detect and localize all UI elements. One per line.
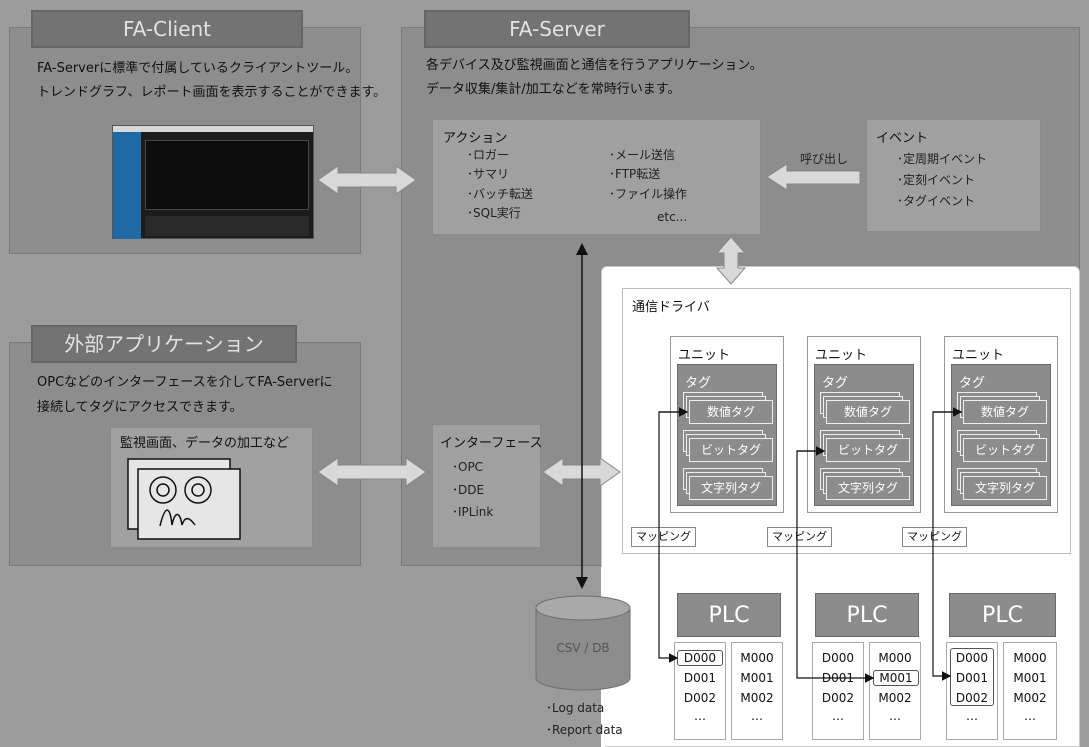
plc1-d002: D002	[683, 691, 717, 705]
action-driver-arrow	[715, 236, 747, 285]
plc-2: PLC	[815, 593, 919, 637]
plc1-m000: M000	[740, 651, 774, 665]
plc3-m002: M002	[1013, 691, 1047, 705]
tag-label-2: タグ	[822, 376, 849, 391]
driver-title: 通信ドライバ	[632, 300, 710, 315]
fa-server-desc-2: データ収集/集計/加工などを常時行います。	[426, 82, 681, 97]
unit-label-2: ユニット	[815, 348, 868, 363]
external-desc-2: 接続してタグにアクセスできます。	[37, 400, 243, 415]
interface-item-opc: ･OPC	[452, 460, 484, 474]
plc2-d000: D000	[821, 651, 855, 665]
bit-tag-3: ビットタグ	[963, 438, 1047, 462]
external-interface-arrow	[317, 457, 427, 487]
fa-client-desc-2: トレンドグラフ、レポート画面を表示することができます。	[37, 85, 387, 100]
action-item-sql: ･SQL実行	[467, 206, 521, 220]
screenshot-graph	[145, 140, 309, 210]
fa-client-screenshot	[112, 125, 314, 239]
unit-label-3: ユニット	[952, 348, 1005, 363]
string-tag-3: 文字列タグ	[963, 476, 1047, 500]
plc3-m-ellipsis: …	[1024, 709, 1036, 723]
event-item-scheduled: ･定刻イベント	[897, 173, 976, 187]
plc3-m001: M001	[1013, 671, 1047, 685]
external-app-title: 外部アプリケーション	[31, 325, 297, 363]
event-title: イベント	[876, 131, 929, 146]
event-action-arrow	[766, 163, 861, 191]
plc2-m000: M000	[878, 651, 912, 665]
action-item-mail: ･メール送信	[609, 148, 676, 162]
screenshot-table	[145, 216, 309, 236]
plc3-d002: D002	[955, 691, 989, 705]
action-title: アクション	[443, 131, 508, 146]
plc3-m000: M000	[1013, 651, 1047, 665]
event-box	[866, 119, 1041, 232]
action-item-ftp: ･FTP転送	[609, 167, 661, 181]
database-cylinder	[535, 595, 631, 691]
plc2-m-ellipsis: …	[889, 709, 901, 723]
plc3-d-ellipsis: …	[966, 709, 978, 723]
mapping-label-2: マッピング	[767, 527, 832, 547]
client-server-arrow	[317, 165, 417, 195]
action-item-batch: ･バッチ転送	[467, 187, 534, 201]
unit-label-1: ユニット	[678, 348, 731, 363]
plc3-d000: D000	[955, 651, 989, 665]
action-item-summary: ･サマリ	[467, 167, 510, 181]
action-item-logger: ･ロガー	[467, 148, 510, 162]
interface-item-iplink: ･IPLink	[452, 505, 494, 519]
mapping-line-1	[658, 411, 684, 663]
mapping-label-3: マッピング	[902, 527, 967, 547]
event-item-periodic: ･定周期イベント	[897, 152, 988, 166]
screenshot-sidebar	[113, 132, 141, 239]
fa-client-title: FA-Client	[31, 10, 303, 48]
db-item-log: ･Log data	[546, 701, 605, 715]
action-item-file: ･ファイル操作	[609, 187, 688, 201]
plc-3: PLC	[949, 593, 1056, 637]
tag-label-1: タグ	[685, 376, 712, 391]
plc1-m001: M001	[740, 671, 774, 685]
plc3-d-memory	[946, 642, 998, 740]
plc1-d-ellipsis: …	[694, 709, 706, 723]
plc1-d-memory	[674, 642, 726, 740]
mapping-line-3	[932, 411, 958, 681]
action-item-etc: etc...	[657, 210, 688, 224]
plc1-m-memory	[731, 642, 783, 740]
fa-client-desc-1: FA-Serverに標準で付属しているクライアントツール。	[37, 61, 359, 76]
interface-title: インターフェース	[440, 436, 543, 451]
numeric-tag-1: 数値タグ	[689, 400, 773, 424]
action-box	[432, 119, 761, 235]
plc3-m-memory	[1003, 642, 1057, 740]
plc2-d-ellipsis: …	[832, 709, 844, 723]
interface-box	[432, 424, 541, 548]
bit-tag-2: ビットタグ	[826, 438, 910, 462]
plc2-m002: M002	[878, 691, 912, 705]
plc-1: PLC	[677, 593, 781, 637]
tag-label-3: タグ	[959, 376, 986, 391]
fa-server-desc-1: 各デバイス及び監視画面と通信を行うアプリケーション。	[426, 58, 763, 73]
plc3-d001: D001	[955, 671, 989, 685]
numeric-tag-3: 数値タグ	[963, 400, 1047, 424]
db-label: CSV / DB	[556, 641, 610, 655]
plc2-d002: D002	[821, 691, 855, 705]
monitor-graphic-icon	[127, 458, 241, 540]
interface-item-dde: ･DDE	[452, 483, 485, 497]
string-tag-2: 文字列タグ	[826, 476, 910, 500]
plc2-m-memory	[869, 642, 921, 740]
plc1-m-ellipsis: …	[751, 709, 763, 723]
event-item-tag: ･タグイベント	[897, 194, 976, 208]
external-desc-1: OPCなどのインターフェースを介してFA-Serverに	[37, 375, 333, 390]
numeric-tag-2: 数値タグ	[826, 400, 910, 424]
plc2-d-memory	[812, 642, 864, 740]
plc1-m002: M002	[740, 691, 774, 705]
bit-tag-1: ビットタグ	[689, 438, 773, 462]
monitor-title: 監視画面、データの加工など	[120, 436, 290, 451]
mapping-label-1: マッピング	[631, 527, 696, 547]
call-label: 呼び出し	[800, 152, 849, 166]
string-tag-1: 文字列タグ	[689, 476, 773, 500]
screenshot-titlebar	[113, 126, 313, 132]
mapping-line-2	[796, 450, 875, 683]
plc1-d001: D001	[683, 671, 717, 685]
db-item-report: ･Report data	[546, 723, 623, 737]
fa-server-title: FA-Server	[424, 10, 690, 48]
